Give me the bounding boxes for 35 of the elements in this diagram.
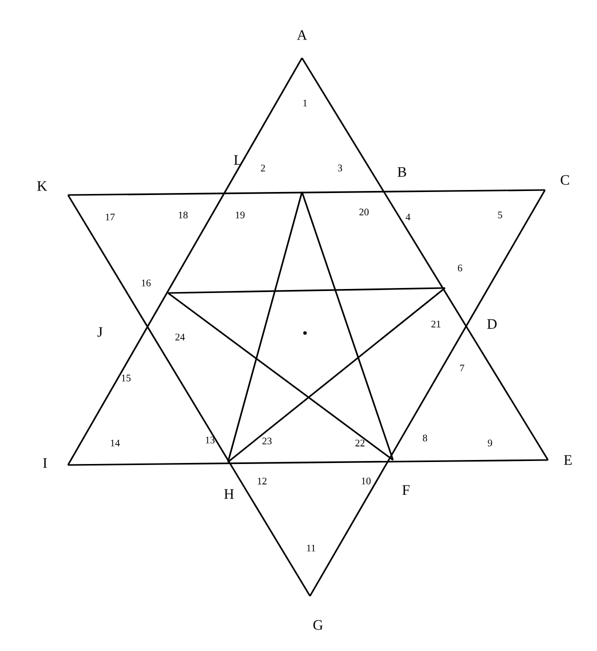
region-number: 22	[355, 440, 364, 446]
point-label: F	[402, 485, 410, 495]
region-number: 16	[142, 280, 151, 286]
region-number: 5	[498, 212, 502, 218]
point-label: K	[37, 181, 48, 191]
region-number: 24	[175, 334, 185, 340]
region-number: 14	[110, 440, 120, 446]
region-number: 12	[258, 478, 266, 484]
point-label: D	[487, 319, 497, 329]
region-number: 7	[460, 364, 464, 372]
region-number: 4	[406, 214, 410, 220]
region-number: 13	[206, 436, 215, 444]
region-number: 20	[359, 208, 369, 216]
region-number: 10	[362, 478, 371, 484]
region-number: 21	[431, 320, 440, 328]
point-label: I	[43, 458, 47, 468]
region-number: 11	[307, 544, 316, 552]
point-label: G	[313, 620, 323, 630]
region-number: 19	[236, 212, 245, 218]
point-label: C	[560, 175, 569, 185]
region-number: 1	[303, 100, 307, 106]
point-label: B	[398, 167, 406, 177]
region-number: 3	[338, 164, 342, 172]
region-number: 2	[260, 164, 265, 172]
region-number: 18	[178, 212, 188, 218]
region-number: 15	[122, 374, 131, 382]
point-label: J	[98, 327, 102, 337]
region-number: 17	[106, 214, 115, 220]
region-number: 6	[458, 264, 462, 272]
region-number: 9	[488, 440, 492, 446]
point-label: E	[564, 455, 572, 465]
point-label: H	[224, 489, 234, 499]
point-label: A	[296, 30, 308, 40]
region-number: 23	[262, 438, 272, 444]
region-number: 8	[422, 434, 428, 442]
